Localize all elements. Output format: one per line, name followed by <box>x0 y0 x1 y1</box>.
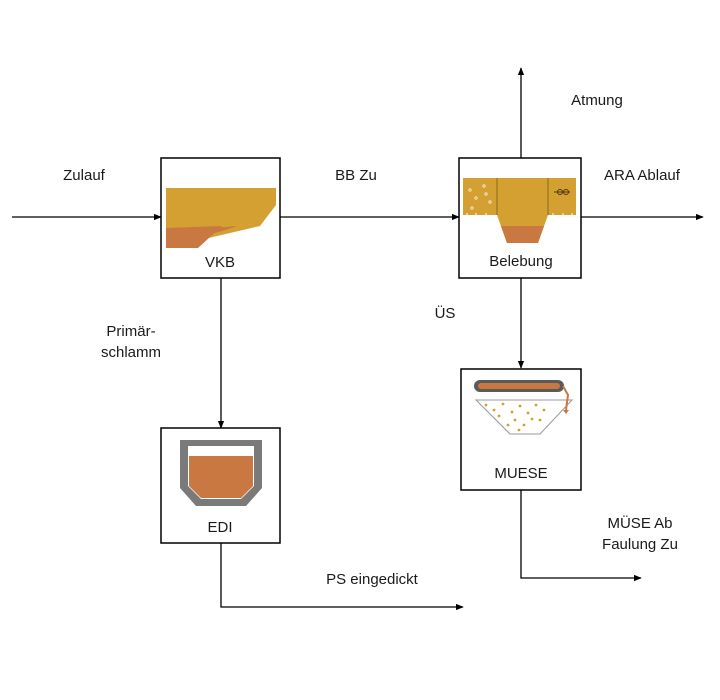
node-edi[interactable]: EDI <box>160 427 281 544</box>
label-bb-zu: BB Zu <box>335 167 377 184</box>
label-faulung-zu: Faulung Zu <box>602 536 678 553</box>
label-primaerschlamm-line1: Primär- <box>106 323 155 340</box>
node-vkb[interactable]: VKB <box>160 157 281 279</box>
label-primaerschlamm-line2: schlamm <box>101 344 161 361</box>
muese-label: MUESE <box>494 465 547 482</box>
node-muese[interactable]: MUESE <box>460 368 582 491</box>
label-ara-ablauf: ARA Ablauf <box>604 167 681 184</box>
belebung-label: Belebung <box>489 253 552 270</box>
label-us: ÜS <box>435 304 456 322</box>
label-atmung: Atmung <box>571 92 623 109</box>
flow-ps-eingedickt-arrow <box>220 543 464 611</box>
belebung-tank-icon <box>463 178 576 243</box>
label-ps-eingedickt: PS eingedickt <box>326 571 419 588</box>
edi-thickener-icon <box>180 440 262 506</box>
label-zulauf: Zulauf <box>63 167 106 184</box>
node-belebung[interactable]: Belebung <box>458 157 582 279</box>
vkb-label: VKB <box>205 254 235 271</box>
muese-thickener-icon <box>474 380 574 435</box>
edi-label: EDI <box>207 519 232 536</box>
label-muese-ab: MÜSE Ab <box>607 514 672 532</box>
vkb-basin-icon <box>166 188 276 248</box>
flow-muese-ab-arrow <box>520 490 642 582</box>
